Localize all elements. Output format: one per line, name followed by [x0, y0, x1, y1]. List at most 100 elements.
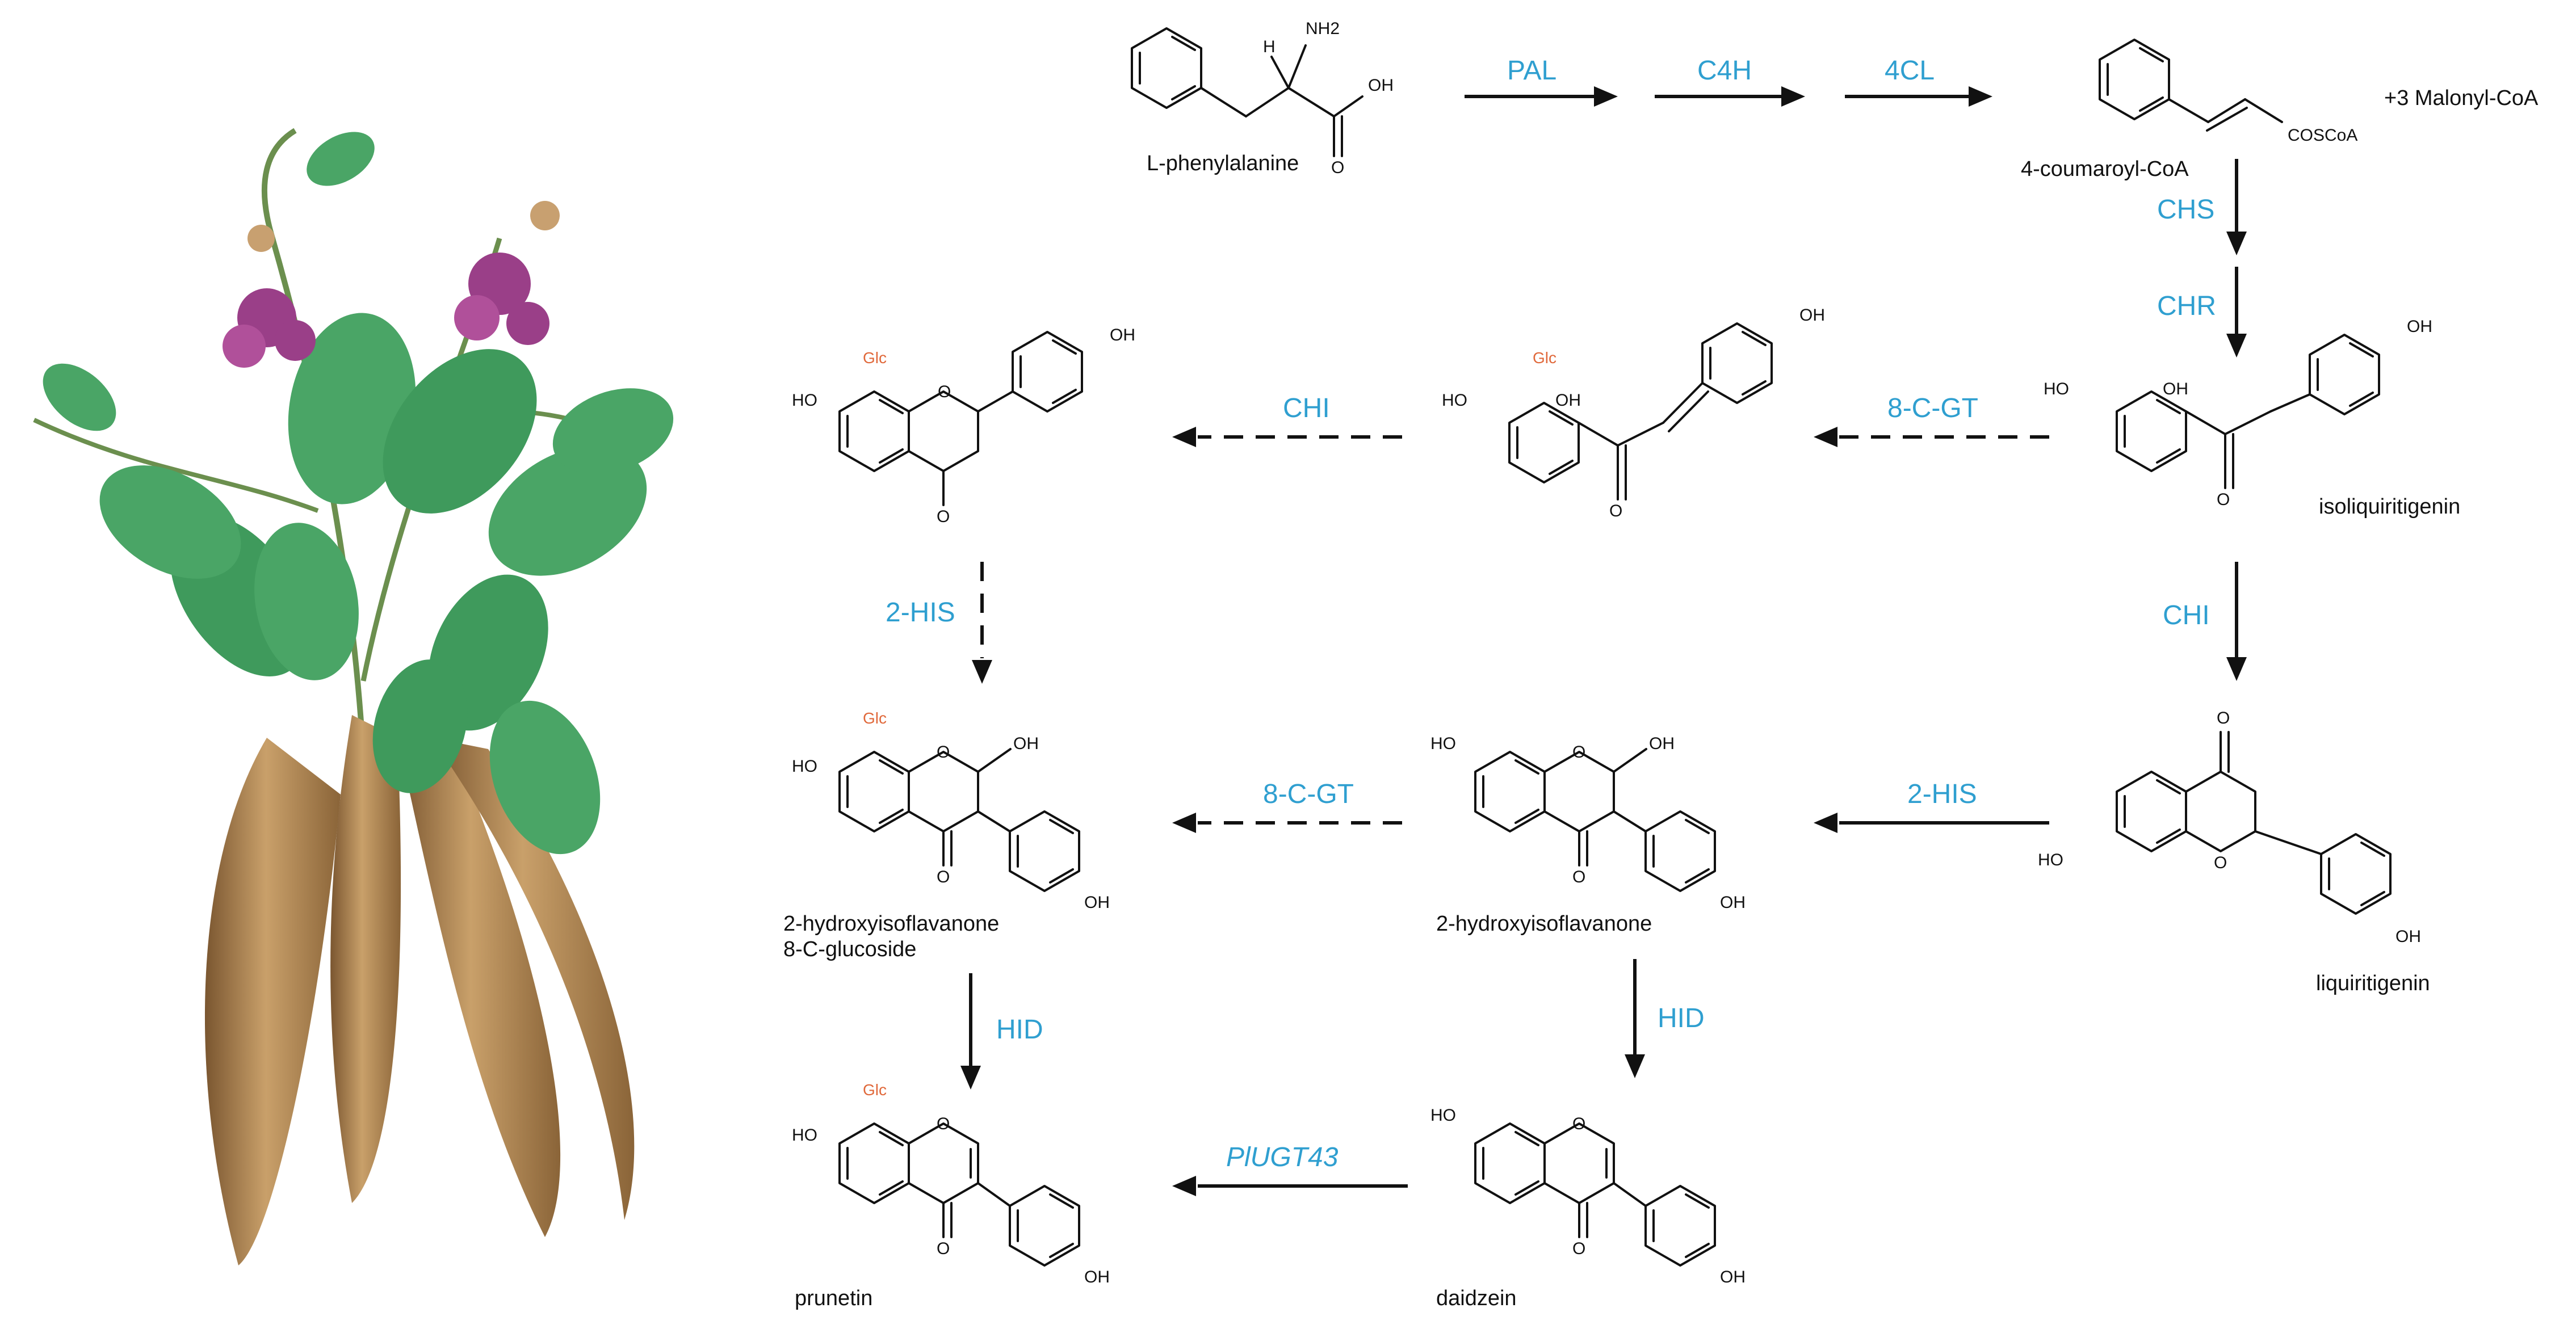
plant-illustration: [33, 128, 674, 1265]
flower: [275, 320, 316, 361]
compound-name-2-hydroxyisoflavanone-glucoside-line1: 2-hydroxyisoflavanone: [783, 912, 999, 936]
leaf: [489, 700, 601, 855]
arrow-chi-right: CHI: [2163, 562, 2247, 681]
flower: [454, 295, 500, 340]
atom-oh: OH: [2395, 927, 2421, 946]
enzyme-8-c-gt-mid: 8-C-GT: [1263, 779, 1354, 809]
atom-coscoa: COSCoA: [2288, 126, 2357, 145]
atom-o: O: [2214, 853, 2227, 872]
leaf: [254, 523, 359, 680]
arrow-hid-left: HID: [960, 973, 1043, 1090]
compound-l-phenylalanine: NH2 H OH O L-phenylalanine: [1131, 19, 1394, 177]
arrow-chr: CHR: [2157, 267, 2247, 358]
compound-name-liquiritigenin: liquiritigenin: [2316, 971, 2430, 995]
enzyme-hid-mid: HID: [1658, 1003, 1705, 1033]
atom-oh: OH: [1084, 1268, 1110, 1286]
atom-oh: OH: [1013, 734, 1039, 753]
arrow-hid-mid: HID: [1625, 959, 1705, 1078]
atom-o: O: [2217, 490, 2230, 509]
compound-name-4-coumaroyl-coa: 4-coumaroyl-CoA: [2021, 157, 2189, 181]
atom-ho: HO: [2038, 851, 2063, 869]
flower: [506, 302, 549, 345]
root: [330, 715, 401, 1203]
leaf: [552, 388, 674, 474]
arrow-2-his-left: 2-HIS: [886, 562, 992, 684]
compound-2-hydroxyisoflavanone: O O HO OH OH 2-hydroxyisoflavanone: [1430, 734, 1746, 936]
atom-o: O: [938, 382, 951, 401]
arrow-8-c-gt-mid: 8-C-GT: [1172, 779, 1402, 833]
atom-o: O: [937, 507, 950, 526]
enzyme-2-his-left: 2-HIS: [886, 598, 955, 628]
atom-o: O: [1572, 1114, 1585, 1133]
atom-o: O: [2217, 709, 2230, 727]
atom-glc: Glc: [863, 709, 887, 727]
compound-name-2-hydroxyisoflavanone-glucoside-line2: 8-C-glucoside: [783, 937, 916, 961]
atom-glc: Glc: [863, 349, 887, 367]
atom-oh: OH: [1720, 893, 1746, 912]
compound-4-coumaroyl-coa: COSCoA +3 Malonyl-CoA 4-coumaroyl-CoA: [2021, 39, 2539, 181]
atom-oh: OH: [1110, 326, 1135, 344]
leaf: [372, 659, 468, 793]
compound-chalcone-glucoside: O HO OH Glc OH: [1442, 306, 1825, 520]
enzyme-chi-right: CHI: [2163, 600, 2210, 630]
leaf: [307, 132, 375, 186]
arrow-2-his-right: 2-HIS: [1814, 779, 2049, 833]
arrow-c4h: C4H: [1655, 56, 1805, 107]
atom-o: O: [1331, 158, 1344, 177]
atom-ho: HO: [792, 391, 817, 410]
compound-name-daidzein: daidzein: [1436, 1286, 1517, 1310]
leaf: [488, 445, 647, 576]
atom-nh2: NH2: [1306, 19, 1340, 38]
atom-o: O: [1572, 1239, 1585, 1258]
compound-name-isoliquiritigenin: isoliquiritigenin: [2319, 495, 2460, 519]
compound-prunetin: O O HO Glc OH prunetin: [792, 1081, 1110, 1310]
atom-oh: OH: [1555, 391, 1581, 410]
enzyme-plugt43: PlUGT43: [1226, 1142, 1339, 1172]
leaf: [43, 363, 116, 431]
arrow-pal: PAL: [1465, 56, 1618, 107]
enzyme-4cl: 4CL: [1885, 56, 1935, 86]
enzyme-pal: PAL: [1507, 56, 1556, 86]
root: [397, 738, 561, 1237]
enzyme-c4h: C4H: [1697, 56, 1752, 86]
atom-glc: Glc: [1533, 349, 1556, 367]
enzyme-chi-top: CHI: [1283, 393, 1330, 423]
leaf: [99, 465, 241, 579]
arrow-4cl: 4CL: [1845, 56, 1992, 107]
atom-o: O: [1609, 502, 1622, 520]
compound-liquiritigenin: O O HO OH liquiritigenin: [2038, 709, 2430, 995]
atom-ho: HO: [1430, 734, 1456, 753]
arrow-chs: CHS: [2157, 159, 2247, 255]
root: [204, 738, 341, 1265]
compound-2-hydroxyisoflavanone-glucoside: O O HO Glc OH OH 2-hydroxyisoflavanone 8…: [783, 709, 1110, 961]
atom-oh: OH: [1799, 306, 1825, 325]
compound-isoliquiritigenin: O HO OH OH isoliquiritigenin: [2044, 317, 2460, 519]
atom-ho: HO: [792, 757, 817, 776]
atom-oh: OH: [2163, 380, 2188, 398]
flower: [223, 325, 266, 368]
enzyme-chs: CHS: [2157, 195, 2214, 225]
atom-o: O: [937, 1114, 950, 1133]
atom-ho: HO: [792, 1126, 817, 1145]
atom-ho: HO: [2044, 380, 2069, 398]
compound-flavanone-glucoside: O O HO Glc OH: [792, 326, 1135, 526]
atom-o: O: [937, 868, 950, 886]
arrow-plugt43: PlUGT43: [1172, 1142, 1408, 1196]
atom-o: O: [937, 743, 950, 762]
atom-ho: HO: [1442, 391, 1467, 410]
atom-oh: OH: [1720, 1268, 1746, 1286]
enzyme-hid-left: HID: [996, 1015, 1043, 1045]
atom-oh: OH: [1084, 893, 1110, 912]
leaf: [383, 349, 537, 514]
compound-name-l-phenylalanine: L-phenylalanine: [1147, 152, 1299, 175]
enzyme-8-c-gt-top: 8-C-GT: [1887, 393, 1978, 423]
arrow-chi-top: CHI: [1172, 393, 1402, 447]
arrow-8-c-gt-top: 8-C-GT: [1814, 393, 2049, 447]
compound-name-prunetin: prunetin: [795, 1286, 872, 1310]
atom-oh: OH: [1368, 76, 1394, 95]
atom-oh: OH: [1649, 734, 1675, 753]
atom-o: O: [1572, 868, 1585, 886]
atom-ho: HO: [1430, 1106, 1456, 1125]
